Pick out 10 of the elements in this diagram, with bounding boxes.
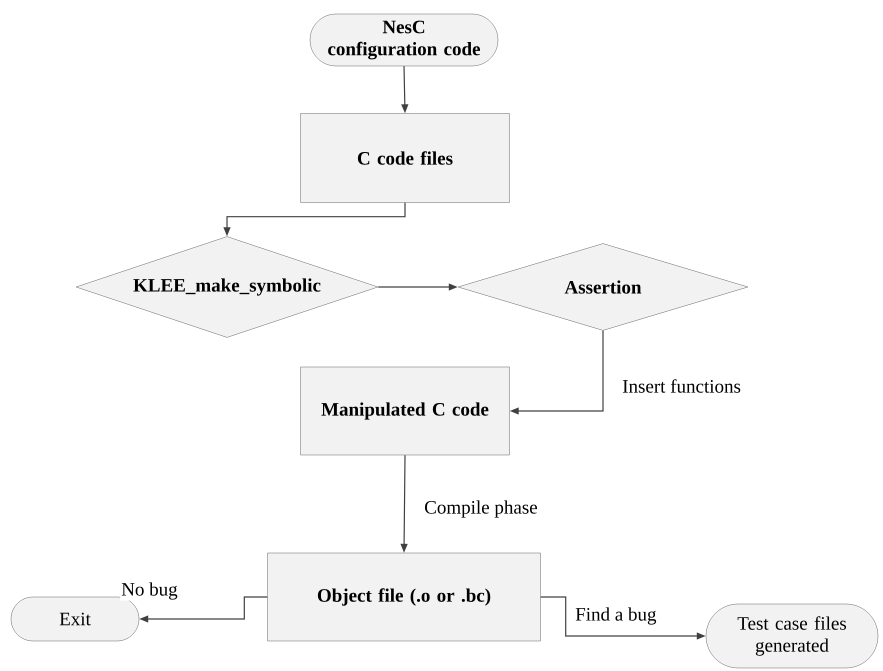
edge-label: No bug xyxy=(120,581,179,601)
process-box: Manipulated C code xyxy=(300,366,510,456)
process-box: Object file (.o or .bc) xyxy=(267,552,541,642)
terminal-box: Exit xyxy=(10,596,140,642)
edge-label: Insert functions xyxy=(621,378,742,394)
terminal-box: NesC configuration code xyxy=(310,14,498,66)
edge-label: Compile phase xyxy=(423,499,539,519)
process-box: C code files xyxy=(300,113,510,203)
terminal-box: Test case files generated xyxy=(706,604,878,668)
edge-label: Find a bug xyxy=(574,606,658,626)
